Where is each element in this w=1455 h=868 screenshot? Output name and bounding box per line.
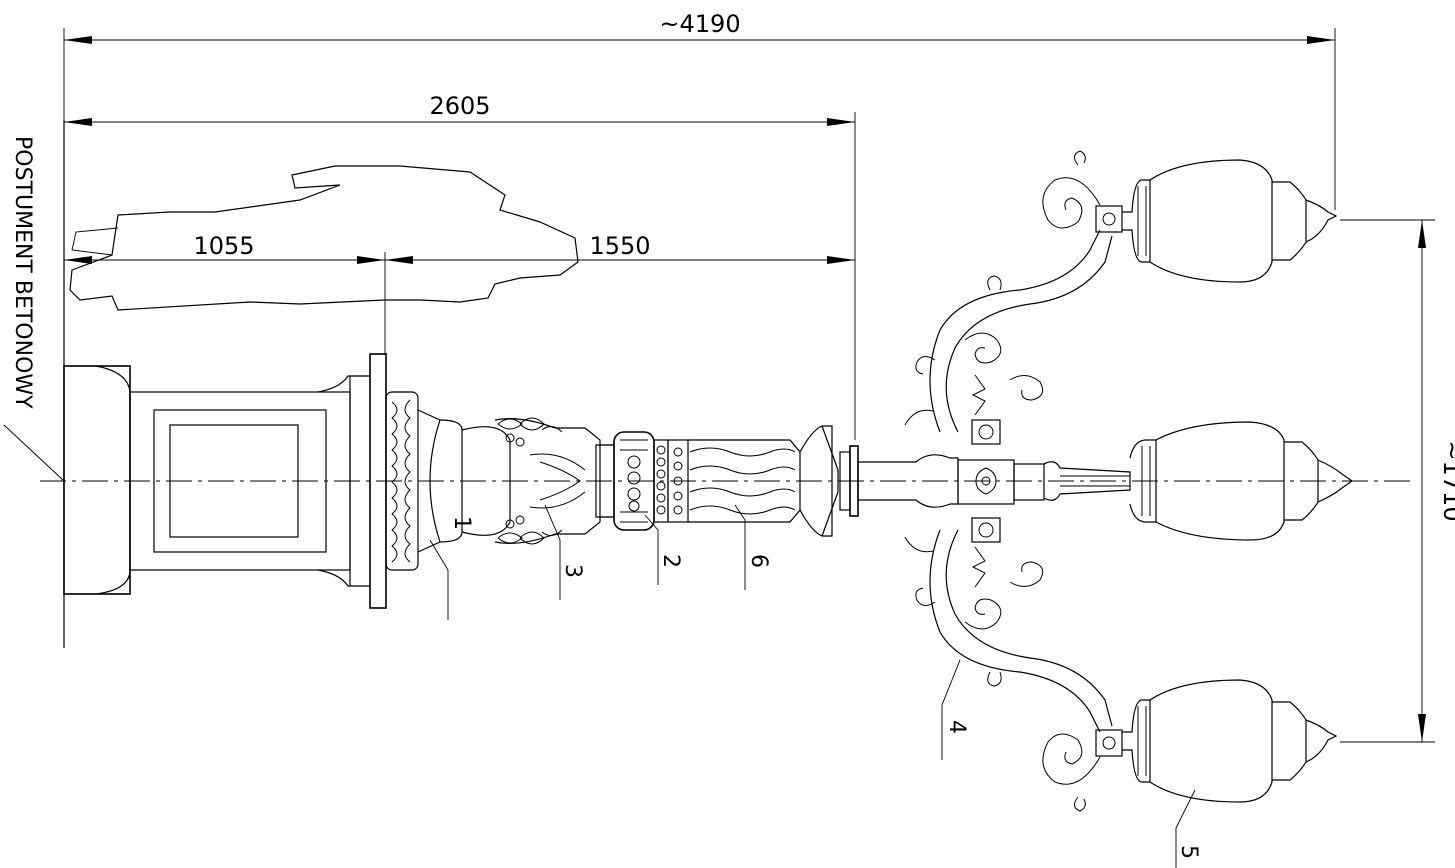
dimension-1710: ~1710 <box>1340 219 1455 743</box>
callout-5-text: 5 <box>1176 845 1201 859</box>
dimension-1710-text: ~1710 <box>1438 440 1455 521</box>
lamp-middle <box>1129 421 1354 541</box>
lamp-assembly <box>857 150 1354 812</box>
pedestal-label-text: POSTUMENT BETONOWY <box>10 136 35 409</box>
callout-5: 5 <box>1175 789 1201 868</box>
part-1-decorative-base <box>385 391 511 571</box>
dimension-1055: 1055 <box>64 232 386 355</box>
human-scale-silhouette <box>69 165 579 311</box>
dimension-overall: ~4190 <box>63 10 1336 210</box>
dimension-overall-text: ~4190 <box>659 10 740 38</box>
callout-3: 3 <box>544 504 585 600</box>
dimension-1550-text: 1550 <box>589 232 650 260</box>
callout-2-text: 2 <box>658 554 683 568</box>
lamp-upper <box>1122 159 1338 283</box>
callout-6: 6 <box>734 504 771 590</box>
concrete-pedestal <box>63 353 387 609</box>
dimension-1550: 1550 <box>385 232 855 264</box>
pedestal-label: POSTUMENT BETONOWY <box>3 136 65 482</box>
callout-2: 2 <box>644 514 683 585</box>
part-2-beaded-ring <box>613 431 669 531</box>
lamp-lower <box>1122 679 1338 803</box>
dimension-2605: 2605 <box>64 92 856 440</box>
dimension-2605-text: 2605 <box>429 92 490 120</box>
dimension-1055-text: 1055 <box>193 232 254 260</box>
callout-1-text: 1 <box>449 516 474 530</box>
callout-3-text: 3 <box>560 564 585 578</box>
callout-6-text: 6 <box>746 554 771 568</box>
callout-4: 4 <box>941 659 969 760</box>
callout-1: 1 <box>429 516 474 620</box>
callout-4-text: 4 <box>944 720 969 734</box>
